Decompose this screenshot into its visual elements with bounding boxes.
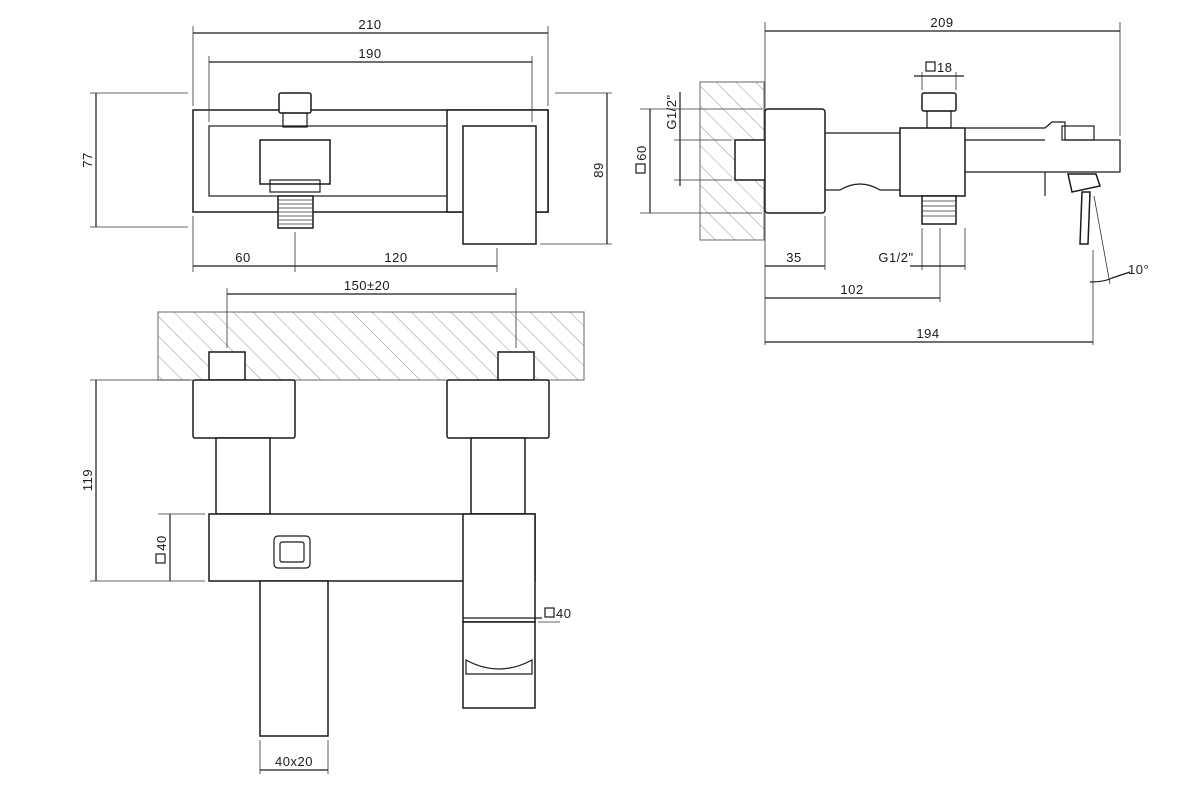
top-escutcheon-left	[192, 379, 296, 439]
top-lever-grip	[465, 658, 533, 675]
dim-side-wall-depth: 35	[786, 250, 801, 265]
dim-front-left-offset: 60	[235, 250, 250, 265]
front-top-nut-neck	[282, 112, 308, 128]
side-top-nut	[921, 92, 957, 112]
dim-side-square-60: 60	[634, 145, 649, 160]
top-diverter-knob	[273, 535, 311, 569]
top-fitting-right	[497, 351, 535, 381]
dim-side-to-inlet: 102	[840, 282, 863, 297]
side-body	[899, 127, 966, 197]
side-pipe	[825, 132, 900, 191]
dim-top-square-spout: 40	[556, 606, 571, 621]
side-top-nut-neck	[926, 110, 952, 129]
side-wall-fitting	[734, 139, 766, 181]
dim-top-height: 119	[80, 469, 95, 491]
dim-side-total: 194	[916, 326, 939, 341]
square-symbol-icon	[544, 607, 555, 618]
top-lever	[462, 621, 536, 709]
dim-side-thread-lower: G1/2"	[878, 250, 913, 265]
top-view	[90, 288, 585, 774]
top-fitting-left	[208, 351, 246, 381]
dim-top-center-distance: 150±20	[344, 278, 390, 293]
top-spout	[259, 580, 329, 737]
dim-side-thread-upper: G1/2"	[664, 94, 679, 129]
dim-front-height-right: 89	[591, 162, 606, 177]
dim-front-body-width: 190	[358, 46, 381, 61]
dim-side-angle: 10°	[1128, 262, 1149, 277]
square-symbol-icon	[925, 61, 936, 72]
top-pipe-right	[470, 437, 526, 515]
side-bottom-thread	[921, 195, 957, 225]
dim-front-height-left: 77	[80, 152, 95, 167]
square-symbol-icon	[635, 163, 646, 174]
top-diverter-knob-inner	[279, 541, 305, 563]
dim-side-overall-length: 209	[930, 15, 953, 30]
square-symbol-icon	[155, 553, 166, 564]
dim-top-spout-section: 40x20	[275, 754, 313, 769]
dim-front-right-offset: 120	[384, 250, 407, 265]
dim-side-inlet-square: 18	[937, 60, 952, 75]
front-diverter-ring	[269, 179, 321, 193]
front-diverter-housing	[259, 139, 331, 185]
front-top-nut	[278, 92, 312, 114]
side-view	[640, 22, 1131, 345]
side-lever-handle	[1079, 191, 1091, 245]
top-cartridge	[462, 513, 536, 623]
top-pipe-left	[215, 437, 271, 515]
side-angle-arc	[1089, 277, 1113, 283]
side-lever-top	[1061, 125, 1095, 141]
side-lever-head	[1067, 173, 1101, 193]
side-escutcheon	[764, 108, 826, 214]
top-escutcheon-right	[446, 379, 550, 439]
front-lever	[462, 125, 537, 245]
dim-front-overall-width: 210	[358, 17, 381, 32]
dim-top-square-left: 40	[154, 535, 169, 550]
front-view	[90, 26, 612, 272]
